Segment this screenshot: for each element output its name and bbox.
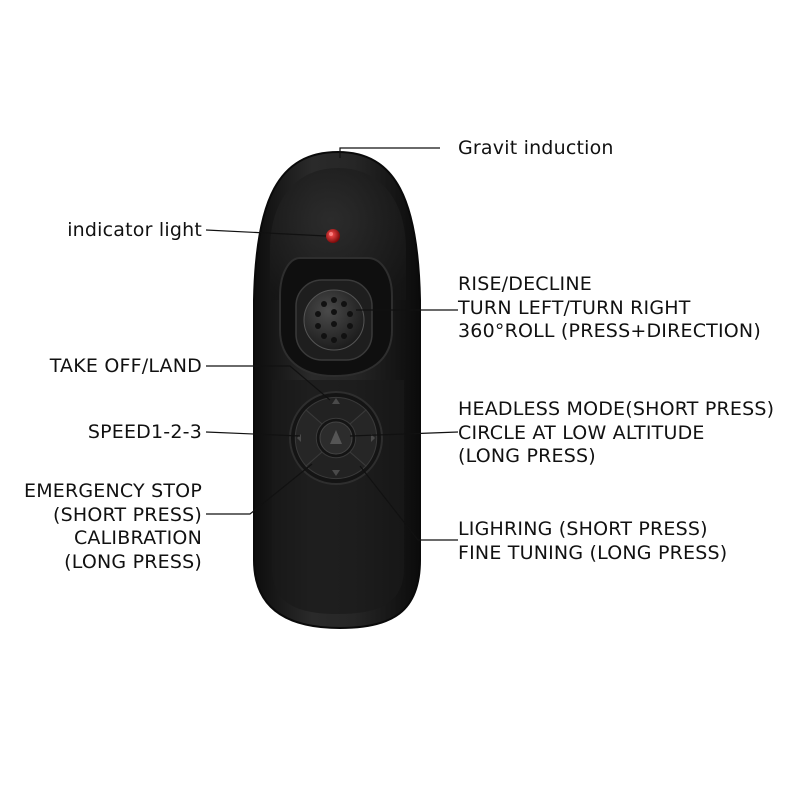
leader-headless xyxy=(349,431,459,437)
headless-mode-label: HEADLESS MODE(SHORT PRESS) CIRCLE AT LOW… xyxy=(458,398,775,467)
indicator-light-label: indicator light xyxy=(67,219,202,241)
emergency-stop-label: EMERGENCY STOP (SHORT PRESS) CALIBRATION… xyxy=(23,480,202,573)
leader-speed xyxy=(205,431,301,437)
speed-label: SPEED1-2-3 xyxy=(87,421,202,443)
leader-indicator xyxy=(205,229,327,237)
leader-gravity xyxy=(339,147,440,158)
joystick-icon[interactable] xyxy=(279,257,393,378)
gravity-induction-label: Gravit induction xyxy=(458,137,614,159)
leader-lighring xyxy=(359,465,458,541)
leader-lines xyxy=(205,147,459,541)
leader-emergency xyxy=(206,463,313,515)
dpad-icon[interactable] xyxy=(289,391,383,485)
leader-takeoff xyxy=(206,365,331,401)
indicator-led-icon xyxy=(326,229,340,243)
lighring-label: LIGHRING (SHORT PRESS) FINE TUNING (LONG… xyxy=(458,518,728,564)
joystick-label: RISE/DECLINE TURN LEFT/TURN RIGHT 360°RO… xyxy=(458,273,761,342)
take-off-land-label: TAKE OFF/LAND xyxy=(49,355,202,377)
